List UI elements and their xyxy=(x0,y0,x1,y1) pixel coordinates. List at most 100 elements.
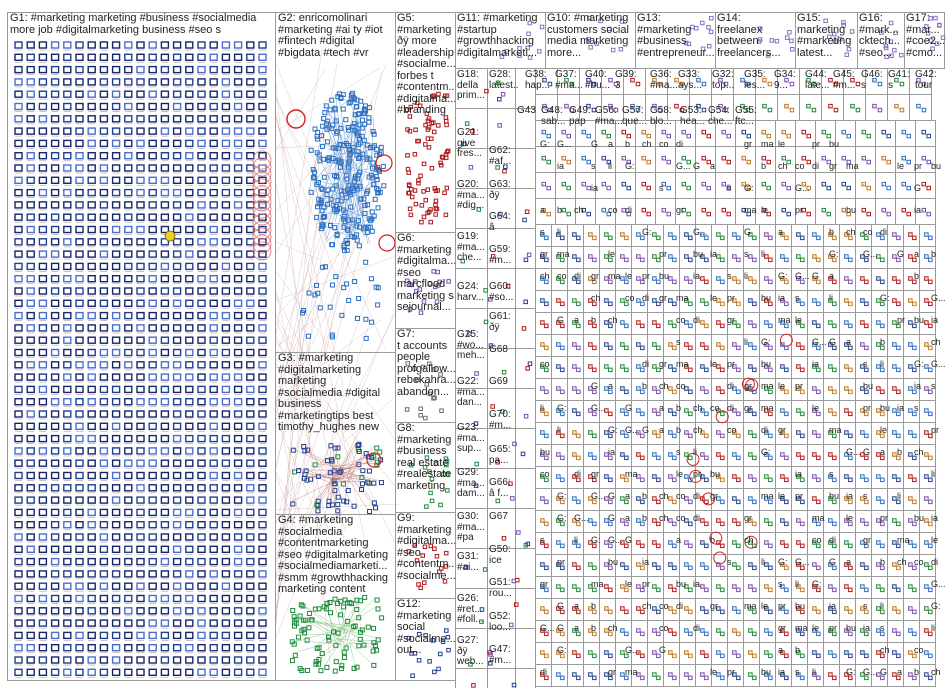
node xyxy=(624,323,629,329)
node xyxy=(14,324,23,332)
node xyxy=(87,644,96,652)
node xyxy=(767,107,773,113)
node xyxy=(258,65,267,74)
edge xyxy=(581,209,588,214)
node xyxy=(432,395,437,400)
node xyxy=(233,471,243,480)
node xyxy=(99,373,109,381)
node xyxy=(688,323,693,329)
group-box-small xyxy=(647,246,664,269)
edge xyxy=(681,183,688,188)
node xyxy=(136,496,145,504)
node xyxy=(197,53,206,61)
edge xyxy=(668,343,673,348)
group-box-small xyxy=(615,488,632,511)
node xyxy=(656,477,661,483)
node xyxy=(564,77,569,83)
edge xyxy=(316,482,331,500)
edge xyxy=(762,105,769,110)
node xyxy=(50,287,60,295)
node xyxy=(442,190,447,196)
node xyxy=(321,204,327,210)
node xyxy=(172,656,182,664)
node xyxy=(561,207,566,213)
node xyxy=(586,211,591,217)
node xyxy=(111,115,121,123)
node xyxy=(14,422,23,430)
node xyxy=(233,225,243,234)
edge xyxy=(732,277,737,282)
node xyxy=(209,176,218,185)
node xyxy=(864,367,869,373)
node xyxy=(784,35,790,40)
edge xyxy=(313,638,349,663)
node xyxy=(656,433,661,439)
node xyxy=(14,557,23,566)
group-box-small xyxy=(823,488,840,511)
node xyxy=(908,320,913,325)
edge xyxy=(346,470,374,506)
node xyxy=(768,521,773,527)
edge xyxy=(861,131,868,136)
edge xyxy=(540,277,545,282)
node xyxy=(354,237,360,243)
node xyxy=(160,594,170,603)
node xyxy=(327,107,333,113)
node xyxy=(258,607,267,615)
node xyxy=(433,461,439,466)
node xyxy=(780,452,785,457)
group-box-small xyxy=(695,378,712,401)
node xyxy=(26,422,35,430)
node xyxy=(246,434,255,443)
node xyxy=(136,188,145,197)
edge xyxy=(716,299,721,304)
edge xyxy=(892,387,897,392)
node xyxy=(592,345,597,351)
node xyxy=(160,53,170,61)
node xyxy=(768,455,773,461)
node xyxy=(209,373,218,381)
node xyxy=(172,373,182,381)
node xyxy=(624,433,629,439)
node xyxy=(63,201,72,209)
node xyxy=(258,299,267,307)
node xyxy=(572,430,577,435)
node xyxy=(258,521,267,529)
node xyxy=(912,301,917,307)
node xyxy=(736,389,741,395)
node xyxy=(124,238,133,246)
node xyxy=(592,235,597,241)
node xyxy=(354,606,360,612)
edge xyxy=(668,321,673,326)
edge xyxy=(630,79,637,84)
node xyxy=(608,323,613,329)
node xyxy=(864,235,869,241)
node xyxy=(111,348,121,357)
node xyxy=(351,503,357,509)
node xyxy=(432,129,437,135)
node xyxy=(258,484,267,492)
group-box-small xyxy=(663,400,680,423)
node xyxy=(373,174,379,180)
group-box-small xyxy=(855,224,872,247)
node xyxy=(99,225,109,234)
node xyxy=(14,90,23,98)
node xyxy=(826,159,831,165)
node xyxy=(640,499,645,505)
node xyxy=(50,151,60,160)
edge xyxy=(732,409,737,414)
node xyxy=(886,211,891,217)
node xyxy=(197,176,206,185)
group-box-small xyxy=(663,290,680,313)
group-box-small xyxy=(839,444,856,467)
node xyxy=(319,651,325,657)
node xyxy=(540,518,545,523)
node xyxy=(185,594,194,603)
node xyxy=(439,154,445,160)
node xyxy=(877,107,883,113)
group-box-small xyxy=(551,378,568,401)
node xyxy=(258,410,267,418)
edge xyxy=(684,387,689,392)
edge xyxy=(351,172,357,227)
node xyxy=(124,41,133,49)
